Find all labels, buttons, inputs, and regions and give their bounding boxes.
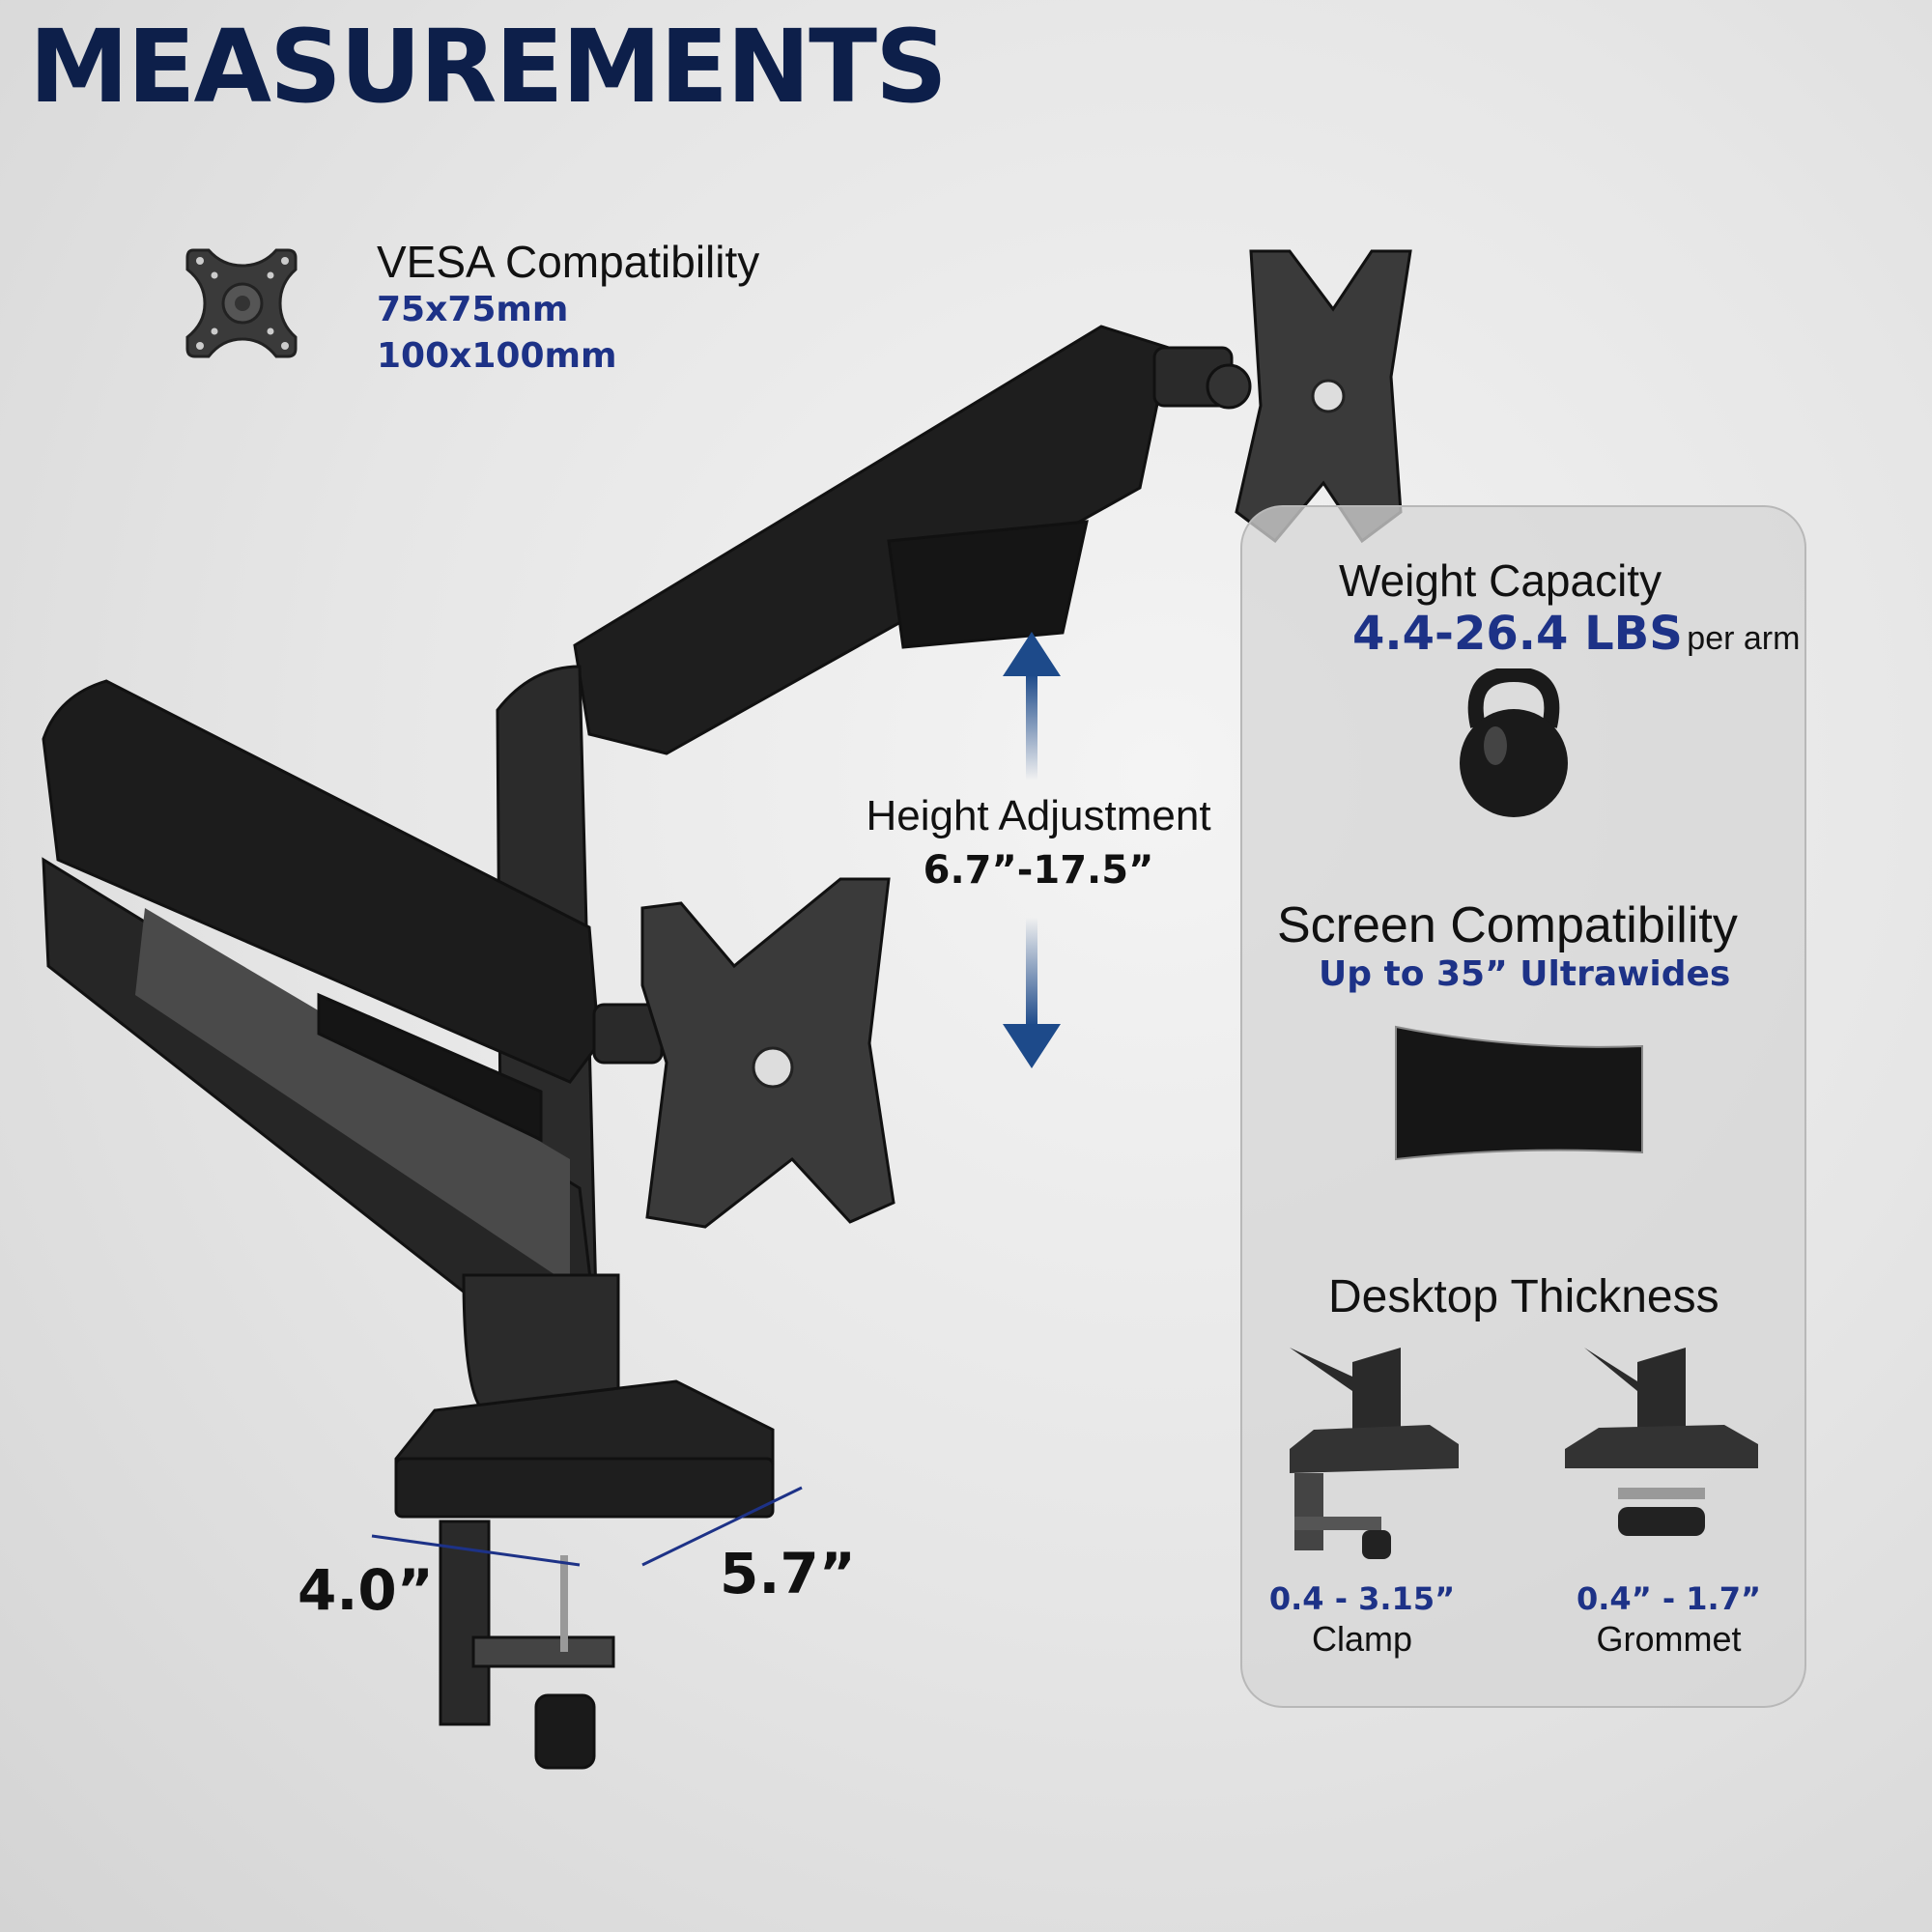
clamp-mount-icon	[1290, 1348, 1459, 1559]
ultrawide-monitor-icon	[1395, 1025, 1643, 1161]
screen-compatibility-value: Up to 35” Ultrawides	[1319, 954, 1731, 994]
grommet-label: Grommet	[1596, 1619, 1742, 1659]
grommet-mount-icon	[1565, 1348, 1758, 1536]
kettlebell-icon	[1460, 668, 1568, 817]
vesa-size-100: 100x100mm	[377, 336, 617, 376]
height-adjustment-label: Height Adjustment	[866, 792, 1211, 839]
vesa-label: VESA Compatibility	[377, 237, 760, 287]
desktop-thickness-label: Desktop Thickness	[1328, 1271, 1719, 1322]
base-depth-label: 4.0”	[298, 1557, 434, 1623]
weight-capacity-value-row: 4.4-26.4 LBS per arm	[1352, 607, 1800, 661]
clamp-range: 0.4 - 3.15”	[1268, 1580, 1456, 1617]
clamp-label: Clamp	[1311, 1619, 1413, 1659]
page-title: MEASUREMENTS	[29, 8, 948, 126]
depth-dimension-line	[371, 1534, 581, 1567]
weight-capacity-unit: per arm	[1687, 620, 1801, 657]
weight-capacity-value: 4.4-26.4 LBS	[1352, 607, 1683, 661]
vesa-plate-icon	[185, 248, 298, 358]
screen-compatibility-label: Screen Compatibility	[1277, 897, 1738, 953]
width-dimension-line	[641, 1486, 803, 1567]
grommet-range: 0.4” - 1.7”	[1577, 1580, 1761, 1617]
vesa-size-75: 75x75mm	[377, 290, 569, 329]
vertical-double-arrow-icon	[1003, 632, 1061, 1068]
weight-capacity-label: Weight Capacity	[1339, 555, 1662, 606]
height-adjustment-value: 6.7”-17.5”	[923, 848, 1154, 893]
base-width-label: 5.7”	[720, 1541, 856, 1606]
